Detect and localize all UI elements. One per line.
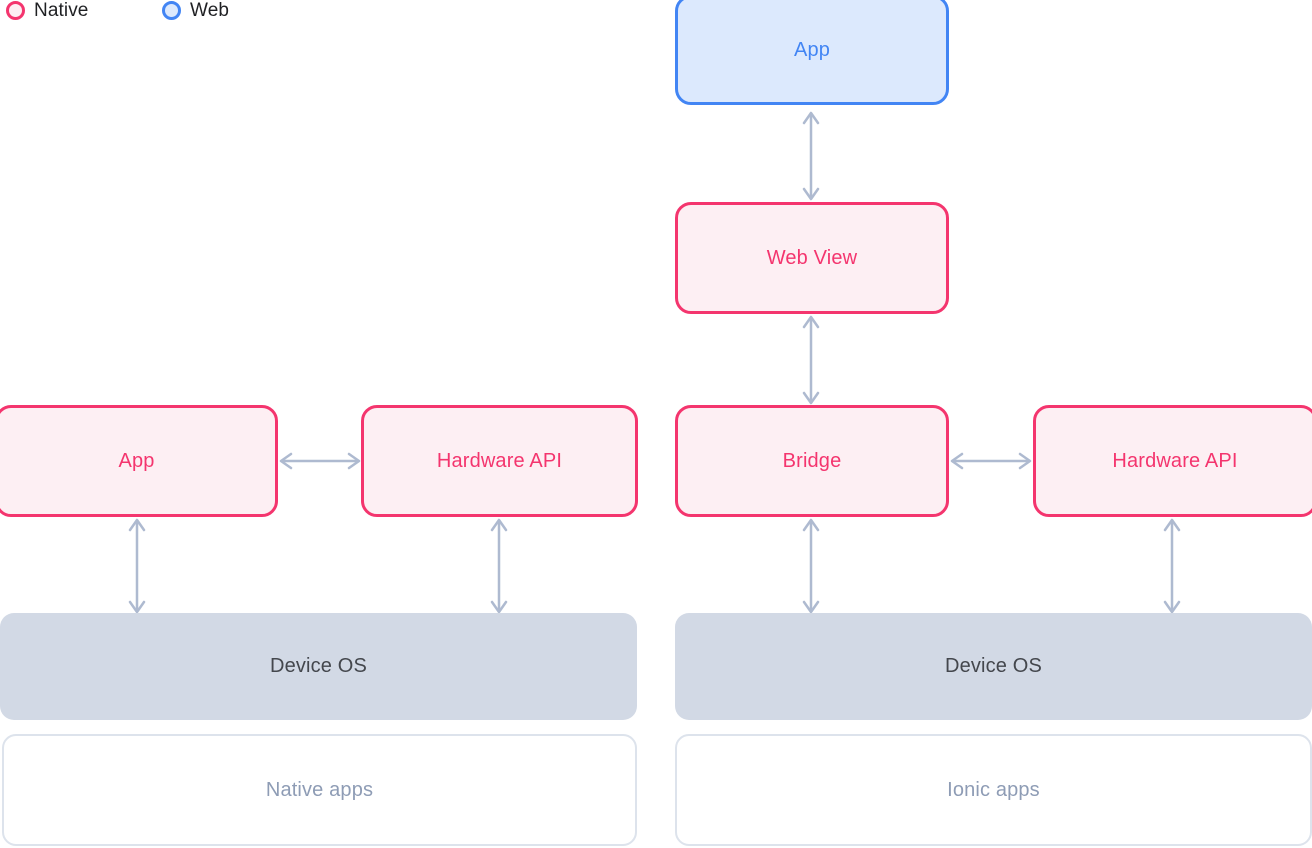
legend-label-native: Native (34, 0, 89, 21)
node-ionic-hardware-api: Hardware API (1033, 405, 1312, 517)
node-web-view: Web View (675, 202, 949, 314)
circle-outline-icon (6, 1, 25, 20)
arrow-native-app-to-hardware-api (278, 452, 362, 470)
node-ionic-app: App (675, 0, 949, 105)
node-native-device-os: Device OS (0, 613, 637, 720)
legend: Native Web (0, 0, 280, 32)
node-ionic-device-os: Device OS (675, 613, 1312, 720)
node-bridge: Bridge (675, 405, 949, 517)
arrow-native-hardware-api-to-device-os (490, 517, 508, 615)
node-native-hardware-api: Hardware API (361, 405, 638, 517)
circle-outline-icon (162, 1, 181, 20)
node-native-platform: Native apps (2, 734, 637, 846)
arrow-web-view-to-bridge (802, 314, 820, 406)
arrow-bridge-to-hardware-api (949, 452, 1033, 470)
legend-item-native: Native (6, 1, 88, 20)
arrow-ionic-app-to-web-view (802, 110, 820, 202)
node-ionic-platform: Ionic apps (675, 734, 1312, 846)
arrow-native-app-to-device-os (128, 517, 146, 615)
arrow-bridge-to-device-os (802, 517, 820, 615)
node-native-app: App (0, 405, 278, 517)
arrow-ionic-hardware-api-to-device-os (1163, 517, 1181, 615)
legend-label-web: Web (190, 0, 230, 21)
legend-item-web: Web (162, 1, 229, 20)
